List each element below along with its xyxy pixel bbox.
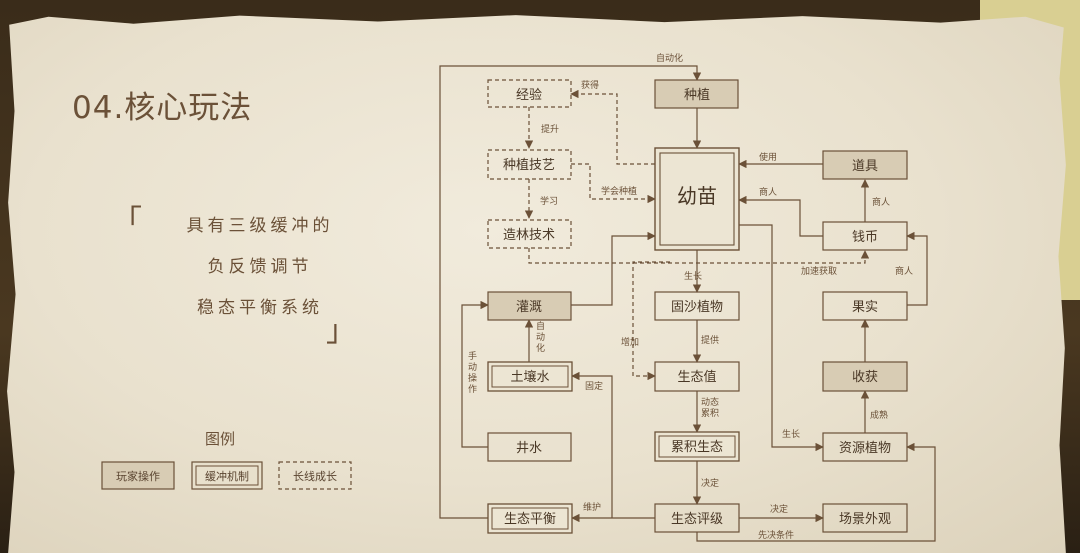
edge-label: 提升 <box>541 124 559 135</box>
node-coins-label: 钱币 <box>852 230 878 245</box>
node-planting-label: 种植 <box>684 88 710 103</box>
node-tools-label: 道具 <box>852 159 878 174</box>
node-fruit: 果实 <box>822 291 908 321</box>
node-sand-plants: 固沙植物 <box>654 291 740 321</box>
edge-label: 增加 <box>621 336 639 348</box>
edge-label: 加速获取 <box>801 266 837 277</box>
node-eco-eval: 生态评级 <box>654 503 740 533</box>
paper-sheet <box>7 15 1066 553</box>
legend-longterm: 长线成长 <box>278 461 352 490</box>
edge-label-auto2: 自动化 <box>536 322 546 354</box>
page-title: 04.核心玩法 <box>72 90 253 126</box>
description-line: 负反馈调节 <box>207 257 313 277</box>
node-eco-balance-label: 生态平衡 <box>504 512 556 527</box>
node-soil-water-label: 土壤水 <box>510 369 549 385</box>
legend-buffer-label: 缓冲机制 <box>205 469 249 483</box>
node-experience-label: 经验 <box>516 87 542 103</box>
edge-label: 决定 <box>701 477 719 489</box>
node-well-water-label: 井水 <box>516 441 542 456</box>
node-planting: 种植 <box>654 79 739 109</box>
node-sand-plants-label: 固沙植物 <box>671 300 723 315</box>
edge-label: 生长 <box>684 270 702 282</box>
legend-player: 玩家操作 <box>101 461 175 490</box>
node-harvest: 收获 <box>822 361 908 392</box>
connectors <box>439 65 936 542</box>
edge-label-manual: 手动操作 <box>468 352 478 395</box>
description-line: 稳态平衡系统 <box>197 298 323 318</box>
node-well-water: 井水 <box>487 432 572 462</box>
node-scene: 场景外观 <box>822 503 908 533</box>
description-line: 具有三级缓冲的 <box>186 216 334 236</box>
node-eco-accum: 累积生态 <box>654 431 740 462</box>
node-resource-plants-label: 资源植物 <box>839 441 891 456</box>
node-harvest-label: 收获 <box>852 370 878 385</box>
node-eco-value-label: 生态值 <box>677 369 716 385</box>
node-seedling-label: 幼苗 <box>677 184 717 208</box>
node-tools: 道具 <box>822 150 908 180</box>
node-scene-label: 场景外观 <box>839 512 891 527</box>
edge-label: 商人 <box>895 265 913 277</box>
node-afforestation-label: 造林技术 <box>503 228 555 243</box>
node-coins: 钱币 <box>822 221 908 251</box>
edge-label: 学会种植 <box>601 185 637 197</box>
close-bracket: 」 <box>326 314 356 349</box>
legend-player-label: 玩家操作 <box>116 469 160 483</box>
node-skill-label: 种植技艺 <box>503 158 555 173</box>
node-soil-water: 土壤水 <box>487 361 573 392</box>
edge-label: 先决条件 <box>758 529 794 541</box>
edge-label: 固定 <box>585 380 603 392</box>
node-eco-balance: 生态平衡 <box>487 503 573 534</box>
legend-longterm-label: 长线成长 <box>293 469 337 483</box>
node-fruit-label: 果实 <box>852 300 878 315</box>
edge-label: 生长 <box>782 428 800 440</box>
node-eco-accum-label: 累积生态 <box>671 440 723 455</box>
edge-label: 提供 <box>701 334 719 346</box>
description-text: 具有三级缓冲的 负反馈调节 稳态平衡系统 <box>150 212 370 335</box>
edge-label: 学习 <box>540 195 558 207</box>
edge-label: 使用 <box>759 151 777 163</box>
edge-label: 成熟 <box>870 409 888 421</box>
node-resource-plants: 资源植物 <box>822 432 908 462</box>
node-irrigation: 灌溉 <box>487 291 572 321</box>
node-seedling: 幼苗 <box>654 147 740 251</box>
node-eco-eval-label: 生态评级 <box>671 512 723 527</box>
node-experience: 经验 <box>487 79 572 108</box>
edge-label: 决定 <box>770 503 788 515</box>
edge-label: 商人 <box>872 196 890 208</box>
edge-label-dynamic: 动态累积 <box>701 398 720 419</box>
edge-label: 获得 <box>581 79 599 91</box>
edge-label: 商人 <box>759 186 777 198</box>
edge-label: 维护 <box>583 501 601 513</box>
node-skill: 种植技艺 <box>487 149 572 180</box>
node-eco-value: 生态值 <box>654 361 740 392</box>
open-bracket: 「 <box>112 204 142 239</box>
node-afforestation: 造林技术 <box>487 219 572 249</box>
node-irrigation-label: 灌溉 <box>516 300 542 315</box>
edge-label: 自动化 <box>656 52 683 64</box>
edge-labels: 自动化 获得 提升 使用 学会种植 商人 学习 商人 加速获取 生长 商人 提供… <box>540 52 913 541</box>
legend-buffer: 缓冲机制 <box>191 461 263 490</box>
legend-title: 图例 <box>205 430 236 448</box>
